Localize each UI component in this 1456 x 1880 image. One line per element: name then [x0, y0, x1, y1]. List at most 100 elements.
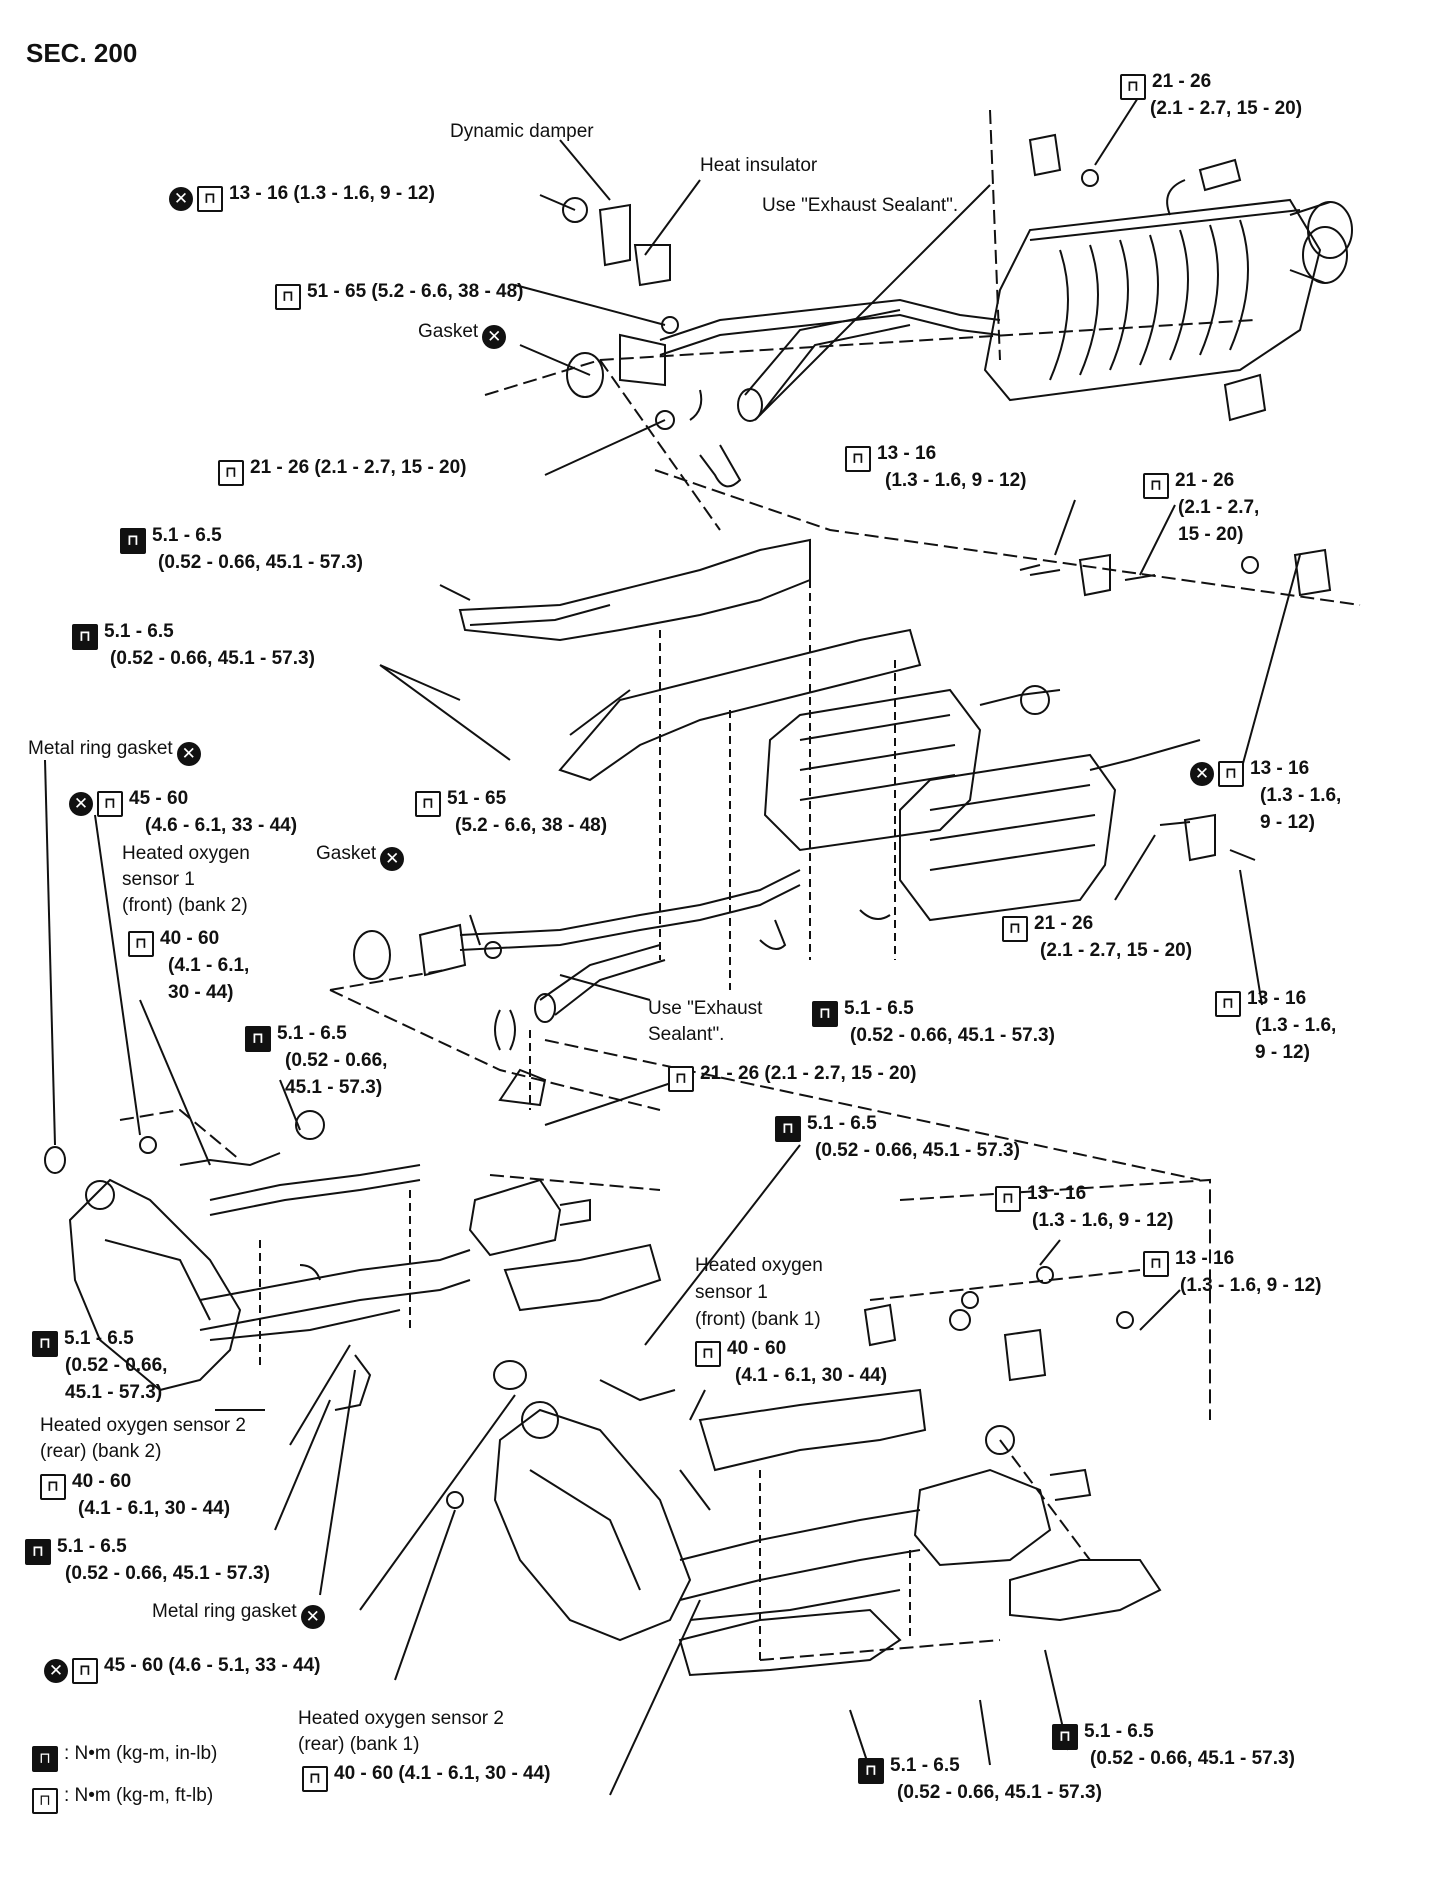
oxygen-sensor-label: Heated oxygen sensor 2: [40, 1415, 246, 1436]
wrench-ft-lb-icon: ⊓: [845, 446, 871, 472]
torque-label: (1.3 - 1.6,: [1260, 785, 1342, 806]
torque-label: (4.1 - 6.1, 30 - 44): [735, 1365, 888, 1386]
wrench-ft-lb-icon: ⊓: [415, 791, 441, 817]
torque-label: ⊓51 - 65 (5.2 - 6.6, 38 - 48): [275, 278, 524, 310]
wrench-ft-lb-icon: ⊓: [32, 1788, 58, 1814]
wrench-ft-lb-icon: ⊓: [995, 1186, 1021, 1212]
torque-label: ✕⊓13 - 16: [1186, 755, 1309, 787]
torque-label: ⊓21 - 26: [1143, 467, 1234, 499]
oxygen-sensor-label: (rear) (bank 1): [298, 1734, 420, 1755]
torque-label: (0.52 - 0.66,: [285, 1050, 388, 1071]
legend-in-lb: ⊓: N•m (kg-m, in-lb): [32, 1740, 217, 1772]
wrench-in-lb-icon: ⊓: [25, 1539, 51, 1565]
torque-label: 45.1 - 57.3): [65, 1382, 163, 1403]
torque-label: (4.1 - 6.1,: [168, 955, 250, 976]
torque-label: (0.52 - 0.66, 45.1 - 57.3): [897, 1782, 1102, 1803]
torque-label: (4.1 - 6.1, 30 - 44): [78, 1498, 231, 1519]
torque-label: ⊓13 - 16: [995, 1180, 1086, 1212]
wrench-ft-lb-icon: ⊓: [128, 931, 154, 957]
torque-label: ⊓13 - 16: [1143, 1245, 1234, 1277]
wrench-in-lb-icon: ⊓: [32, 1331, 58, 1357]
torque-label: ⊓5.1 - 6.5: [72, 618, 174, 650]
torque-label: ⊓5.1 - 6.5: [775, 1110, 877, 1142]
wrench-ft-lb-icon: ⊓: [97, 791, 123, 817]
wrench-ft-lb-icon: ⊓: [1143, 473, 1169, 499]
main-muffler: [983, 198, 1353, 402]
torque-label: (0.52 - 0.66, 45.1 - 57.3): [815, 1140, 1020, 1161]
gasket-label: Gasket✕: [418, 318, 510, 349]
oxygen-sensor-label: Heated oxygen: [122, 843, 250, 864]
torque-label: (0.52 - 0.66, 45.1 - 57.3): [158, 552, 363, 573]
heat-insulator-rear: [558, 628, 922, 782]
oxygen-sensor-label: (front) (bank 2): [122, 895, 248, 916]
wrench-ft-lb-icon: ⊓: [668, 1066, 694, 1092]
exhaust-sealant-label: Use "Exhaust: [648, 998, 763, 1019]
torque-label: ⊓13 - 16: [845, 440, 936, 472]
gasket-label: Gasket✕: [316, 840, 408, 871]
torque-label: (1.3 - 1.6, 9 - 12): [1180, 1275, 1322, 1296]
wrench-ft-lb-icon: ⊓: [40, 1474, 66, 1500]
wrench-ft-lb-icon: ⊓: [72, 1658, 98, 1684]
oxygen-sensor-label: (front) (bank 1): [695, 1309, 821, 1330]
wrench-in-lb-icon: ⊓: [72, 624, 98, 650]
torque-label: ⊓5.1 - 6.5: [120, 522, 222, 554]
torque-label: (1.3 - 1.6,: [1255, 1015, 1337, 1036]
exhaust-sealant-label: Use "Exhaust Sealant".: [762, 195, 959, 216]
torque-label: (0.52 - 0.66, 45.1 - 57.3): [110, 648, 315, 669]
do-not-reuse-icon: ✕: [482, 325, 507, 349]
wrench-ft-lb-icon: ⊓: [1218, 761, 1244, 787]
wrench-in-lb-icon: ⊓: [775, 1116, 801, 1142]
heat-insulator-bottom: [678, 1608, 902, 1677]
heat-insulator-label: Heat insulator: [700, 155, 818, 176]
wrench-in-lb-icon: ⊓: [812, 1001, 838, 1027]
metal-ring-gasket-label: Metal ring gasket✕: [28, 735, 205, 766]
torque-label: ⊓5.1 - 6.5: [812, 995, 914, 1027]
oxygen-sensor-label: Heated oxygen: [695, 1255, 823, 1276]
torque-label: ⊓40 - 60 (4.1 - 6.1, 30 - 44): [302, 1760, 551, 1792]
torque-label: 15 - 20): [1178, 524, 1244, 545]
torque-label: ⊓21 - 26: [1120, 68, 1211, 100]
torque-label: ⊓13 - 16: [1215, 985, 1306, 1017]
wrench-ft-lb-icon: ⊓: [1002, 916, 1028, 942]
wrench-ft-lb-icon: ⊓: [302, 1766, 328, 1792]
torque-label: ⊓51 - 65: [415, 785, 506, 817]
legend-ft-lb: ⊓: N•m (kg-m, ft-lb): [32, 1782, 213, 1814]
oxygen-sensor-label: Heated oxygen sensor 2: [298, 1708, 504, 1729]
torque-label: ⊓5.1 - 6.5: [25, 1533, 127, 1565]
wrench-in-lb-icon: ⊓: [858, 1758, 884, 1784]
pre-muffler-bank2: [763, 688, 982, 852]
wrench-ft-lb-icon: ⊓: [275, 284, 301, 310]
do-not-reuse-icon: ✕: [176, 742, 201, 766]
wrench-in-lb-icon: ⊓: [245, 1026, 271, 1052]
torque-label: ⊓5.1 - 6.5: [1052, 1718, 1154, 1750]
wrench-ft-lb-icon: ⊓: [197, 186, 223, 212]
torque-label: (5.2 - 6.6, 38 - 48): [455, 815, 608, 836]
torque-label: ⊓40 - 60: [40, 1468, 131, 1500]
torque-label: (0.52 - 0.66, 45.1 - 57.3): [1090, 1748, 1295, 1769]
torque-label: ✕⊓45 - 60 (4.6 - 5.1, 33 - 44): [40, 1652, 321, 1684]
wrench-in-lb-icon: ⊓: [1052, 1724, 1078, 1750]
torque-label: 9 - 12): [1260, 812, 1315, 833]
wrench-ft-lb-icon: ⊓: [1120, 74, 1146, 100]
torque-label: (1.3 - 1.6, 9 - 12): [885, 470, 1027, 491]
torque-label: (1.3 - 1.6, 9 - 12): [1032, 1210, 1174, 1231]
wrench-in-lb-icon: ⊓: [120, 528, 146, 554]
dynamic-damper-label: Dynamic damper: [450, 121, 594, 142]
heat-insulator-front: [458, 538, 811, 642]
torque-label: ⊓5.1 - 6.5: [245, 1020, 347, 1052]
torque-label: ⊓40 - 60: [695, 1335, 786, 1367]
torque-label: (2.1 - 2.7, 15 - 20): [1150, 98, 1303, 119]
torque-label: ✕⊓13 - 16 (1.3 - 1.6, 9 - 12): [165, 180, 435, 212]
torque-label: (2.1 - 2.7, 15 - 20): [1040, 940, 1193, 961]
wrench-ft-lb-icon: ⊓: [1215, 991, 1241, 1017]
wrench-ft-lb-icon: ⊓: [1143, 1251, 1169, 1277]
torque-label: 9 - 12): [1255, 1042, 1310, 1063]
do-not-reuse-icon: ✕: [300, 1605, 325, 1629]
do-not-reuse-icon: ✕: [169, 187, 193, 211]
torque-label: (0.52 - 0.66,: [65, 1355, 168, 1376]
torque-label: ✕⊓45 - 60: [65, 785, 188, 817]
oxygen-sensor-label: sensor 1: [695, 1282, 768, 1303]
torque-label: (0.52 - 0.66, 45.1 - 57.3): [65, 1563, 270, 1584]
torque-label: 45.1 - 57.3): [285, 1077, 383, 1098]
heat-insulator-lower-left: [503, 1243, 662, 1312]
